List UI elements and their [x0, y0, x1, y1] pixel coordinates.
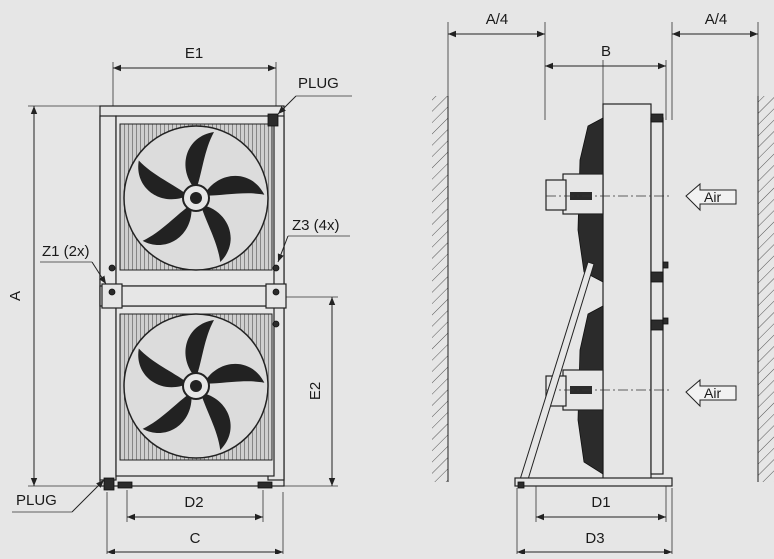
air-bottom-label: Air — [704, 385, 721, 401]
a4-right-label: A/4 — [705, 11, 728, 28]
z3-label: Z3 (4x) — [292, 217, 340, 234]
side-view: A/4 A/4 B Air — [432, 11, 774, 556]
e2-label: E2 — [307, 382, 324, 400]
d3-label: D3 — [585, 530, 604, 547]
airflow-arrow-icon: Air — [685, 378, 737, 408]
wall-hatch-icon — [432, 96, 448, 482]
d1-label: D1 — [591, 494, 610, 511]
airflow-arrow-icon: Air — [685, 182, 737, 212]
air-top-label: Air — [704, 189, 721, 205]
motor-icon — [545, 179, 567, 211]
wall-hatch-icon — [758, 96, 774, 482]
plug-top-label: PLUG — [298, 75, 339, 92]
d2-label: D2 — [184, 494, 203, 511]
e1-label: E1 — [185, 45, 203, 62]
front-view: E1 A E2 D2 C PLUG PLUG Z1 (2x) Z3 (4x) — [7, 45, 352, 556]
z1-label: Z1 (2x) — [42, 243, 90, 260]
b-label: B — [601, 43, 611, 60]
plug-bottom-label: PLUG — [16, 492, 57, 509]
a-label: A — [7, 291, 24, 301]
c-label: C — [190, 530, 201, 547]
a4-left-label: A/4 — [486, 11, 509, 28]
